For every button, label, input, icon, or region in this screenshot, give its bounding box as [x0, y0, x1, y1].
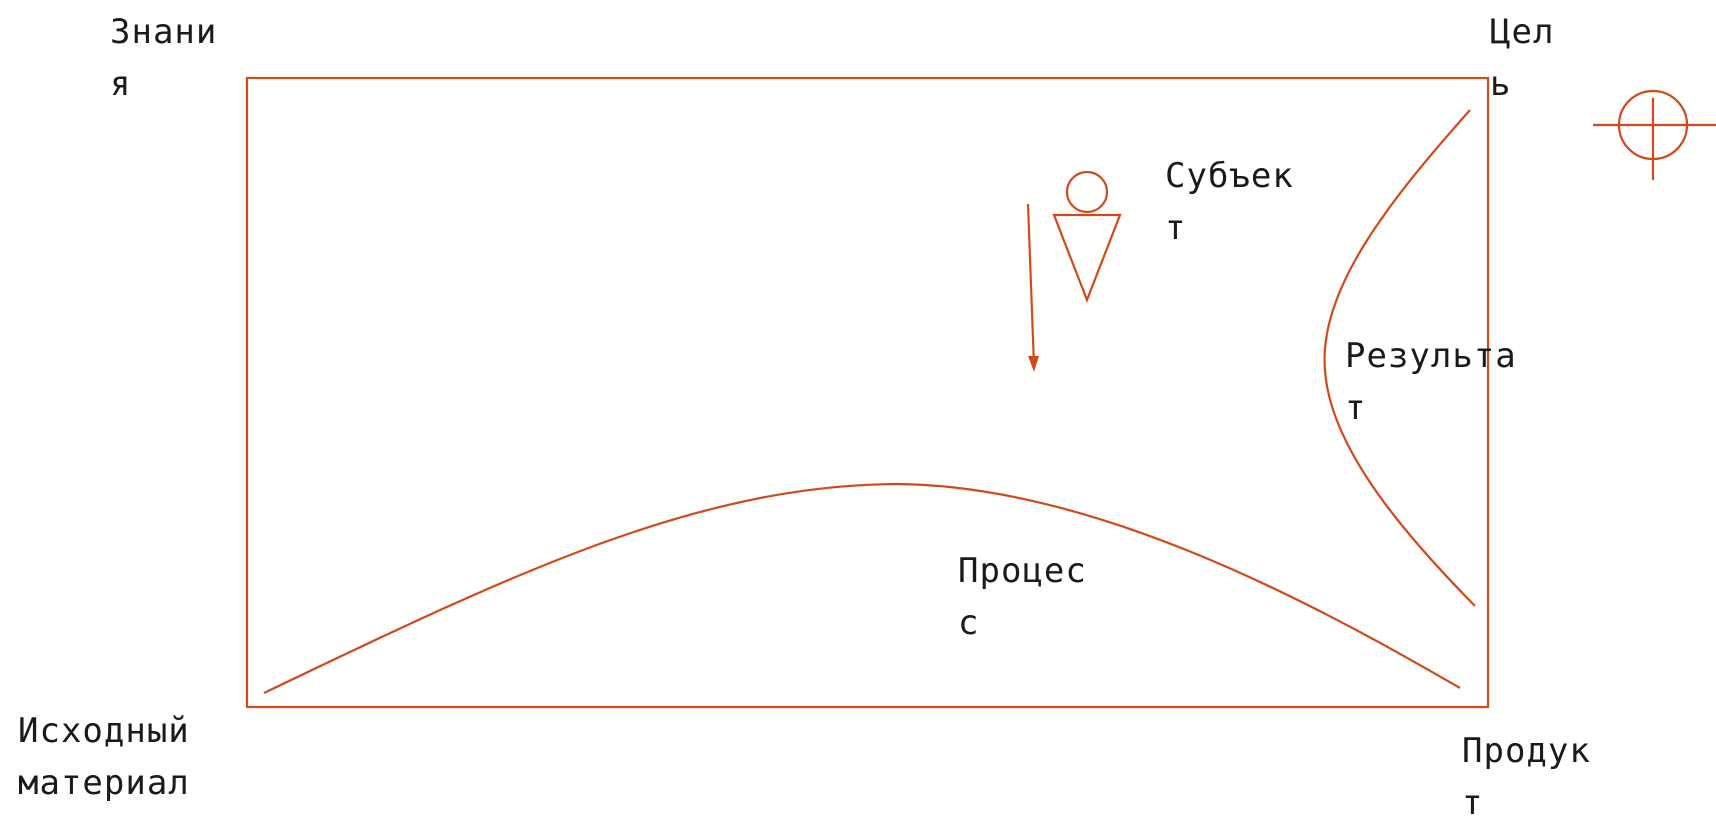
goal-label: Цел ь: [1490, 12, 1555, 104]
subject-person-icon: [1052, 170, 1122, 304]
result-label: Результа т: [1345, 336, 1517, 428]
activity-frame: [245, 76, 1490, 709]
target-crosshair-icon: [1593, 89, 1716, 180]
process-label: Процес с: [958, 551, 1087, 643]
result-curve: [1323, 109, 1476, 607]
subject-label: Субъек т: [1165, 156, 1294, 248]
subject-arrow: [1026, 203, 1039, 372]
knowledge-label: Знани я: [110, 12, 218, 104]
process-curve: [263, 482, 1461, 694]
source-material-label: Исходный материал: [18, 711, 190, 803]
product-label: Продук т: [1462, 731, 1591, 823]
